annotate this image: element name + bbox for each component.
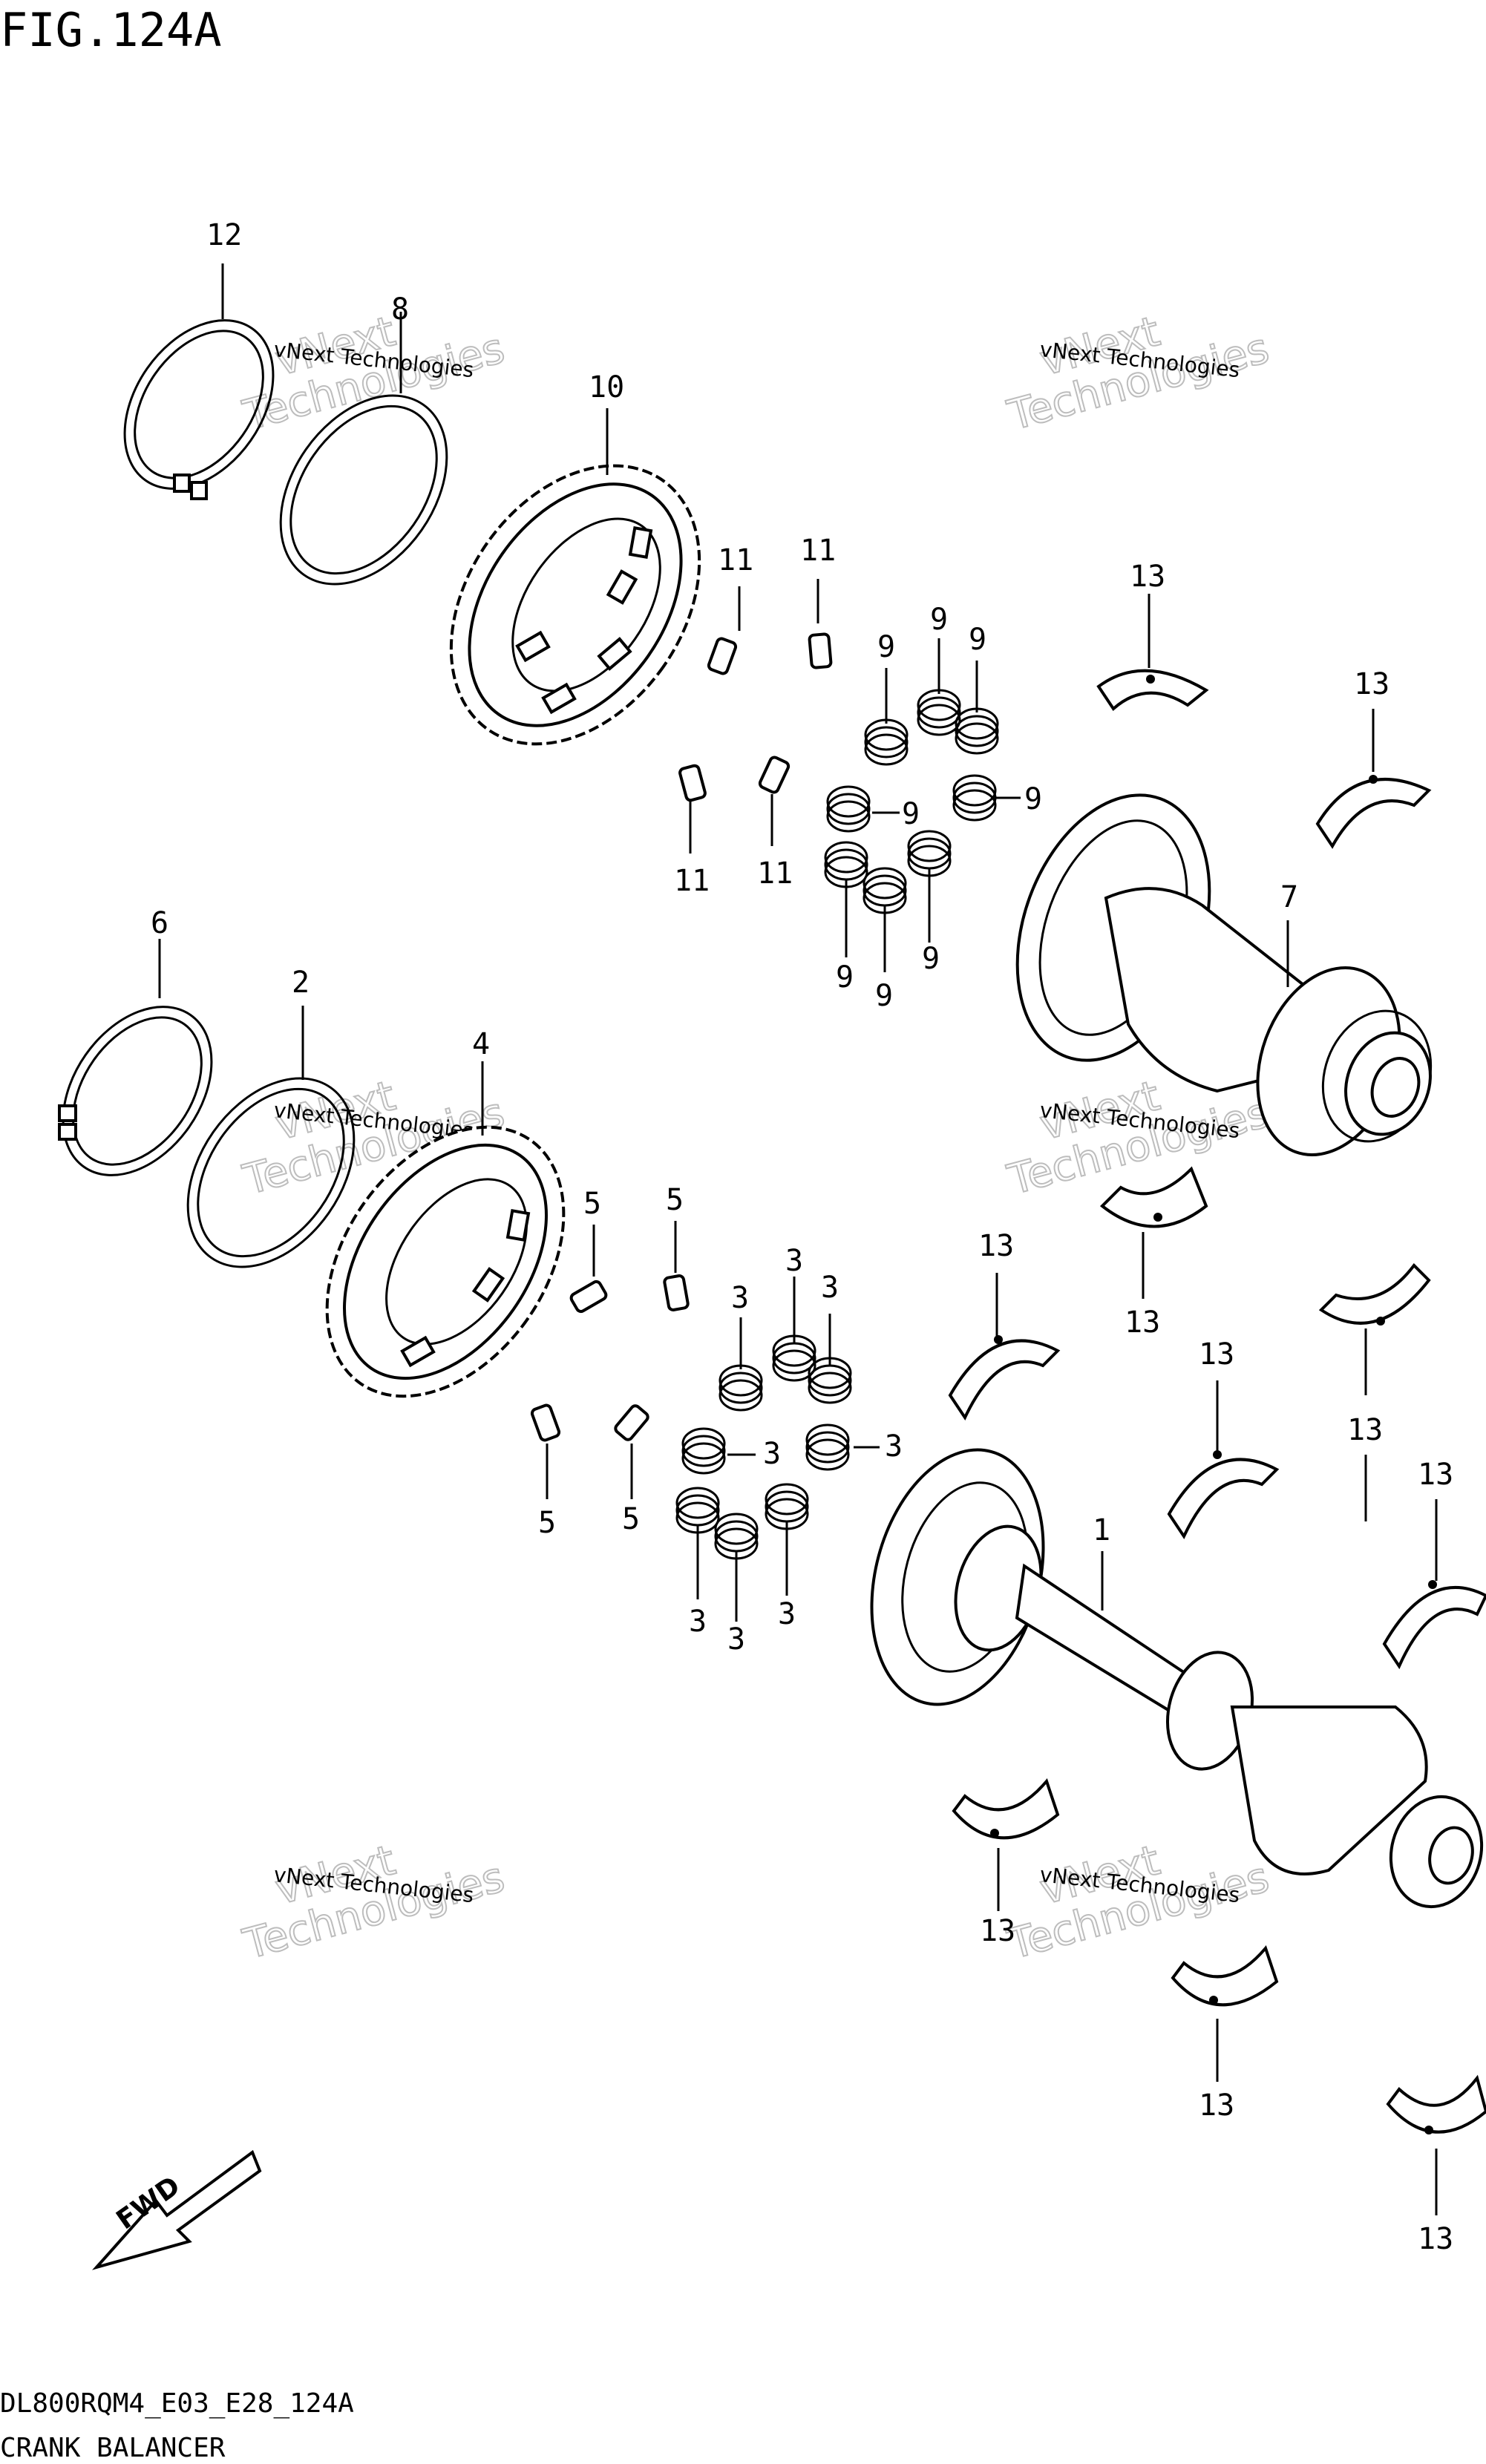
spring-9e [952, 774, 997, 822]
part-11-pins [678, 632, 833, 802]
callout-3a: 3 [731, 1281, 749, 1315]
callout-13a: 13 [1130, 560, 1165, 594]
callout-5b: 5 [666, 1183, 684, 1217]
callout-13d: 13 [1347, 1413, 1383, 1447]
part-8-washer [279, 394, 448, 586]
callout-4: 4 [472, 1027, 490, 1061]
callout-13f: 13 [1199, 1337, 1234, 1372]
callout-13e: 13 [978, 1229, 1014, 1263]
spring-9a [864, 718, 909, 766]
callout-13g: 13 [1418, 1458, 1453, 1492]
part-5-pins [530, 1274, 690, 1442]
callout-5c: 5 [538, 1506, 556, 1540]
part-12-circlip [123, 319, 275, 500]
callout-9e: 9 [1024, 782, 1042, 816]
part-13-bearing-a [1096, 669, 1209, 712]
callout-3c: 3 [821, 1271, 839, 1305]
callout-13h: 13 [980, 1914, 1015, 1948]
part-13-bearing-i [1171, 1944, 1279, 2007]
callout-9h: 9 [922, 942, 940, 976]
callout-6: 6 [151, 906, 168, 940]
callout-9c: 9 [969, 623, 986, 657]
callout-11a: 11 [718, 543, 753, 577]
callout-7: 7 [1280, 880, 1298, 914]
spring-9d [826, 785, 871, 833]
spring-9b [917, 689, 961, 736]
callout-11c: 11 [674, 864, 710, 898]
fwd-arrow-icon: FWD [91, 2149, 262, 2270]
leader-lines [158, 263, 1438, 2215]
callout-9a: 9 [877, 630, 895, 664]
callout-11b: 11 [800, 534, 836, 568]
spring-9c [955, 707, 999, 755]
callout-3b: 3 [785, 1244, 803, 1278]
callout-9g: 9 [875, 979, 893, 1013]
callout-3h: 3 [778, 1597, 796, 1631]
part-13-bearing-g [1382, 1580, 1486, 1670]
callout-12: 12 [206, 218, 242, 252]
part-13-bearing-c [1099, 1166, 1208, 1228]
callout-10: 10 [589, 370, 624, 404]
callout-3g: 3 [727, 1622, 745, 1657]
callout-5a: 5 [583, 1187, 601, 1221]
part-7-balancer-shaft [1015, 793, 1433, 1156]
part-13-bearing-h [952, 1777, 1060, 1840]
callout-9f: 9 [836, 960, 854, 995]
callout-9b: 9 [930, 603, 948, 637]
callout-13i: 13 [1199, 2088, 1234, 2123]
part-4-drive-gear [325, 1125, 566, 1398]
part-13-bearing-d [1318, 1262, 1431, 1326]
part-number-labels: 12 8 10 11 11 11 11 9 9 9 9 9 9 9 9 13 1… [151, 218, 1453, 2256]
part-13-bearing-e [948, 1335, 1061, 1421]
callout-13j: 13 [1418, 2222, 1453, 2256]
spring-3e [805, 1423, 850, 1471]
callout-13c: 13 [1125, 1305, 1160, 1340]
model-code: DL800RQM4_E03_E28_124A [0, 2388, 354, 2419]
figure-title: FIG.124A [0, 3, 222, 57]
callout-2: 2 [292, 966, 310, 1000]
callout-11d: 11 [757, 856, 793, 891]
callout-8: 8 [391, 292, 409, 327]
part-13-bearing-j [1386, 2074, 1486, 2134]
part-2-washer [186, 1077, 356, 1268]
callout-9d: 9 [902, 797, 920, 831]
callout-1: 1 [1093, 1513, 1110, 1547]
callout-5d: 5 [622, 1502, 640, 1536]
part-10-driven-gear [449, 464, 701, 746]
callout-3e: 3 [885, 1429, 903, 1464]
callout-13b: 13 [1354, 667, 1390, 701]
part-13-bearing-f [1167, 1450, 1280, 1540]
spring-3d [681, 1427, 726, 1475]
part-13-bearing-b [1315, 775, 1432, 849]
part-1-crank-balancer-shaft [870, 1448, 1484, 1909]
spring-3a [719, 1364, 763, 1412]
callout-3f: 3 [689, 1605, 707, 1639]
diagram-caption: CRANK BALANCER [0, 2433, 226, 2463]
callout-3d: 3 [763, 1437, 781, 1471]
part-6-circlip [58, 1006, 213, 1176]
